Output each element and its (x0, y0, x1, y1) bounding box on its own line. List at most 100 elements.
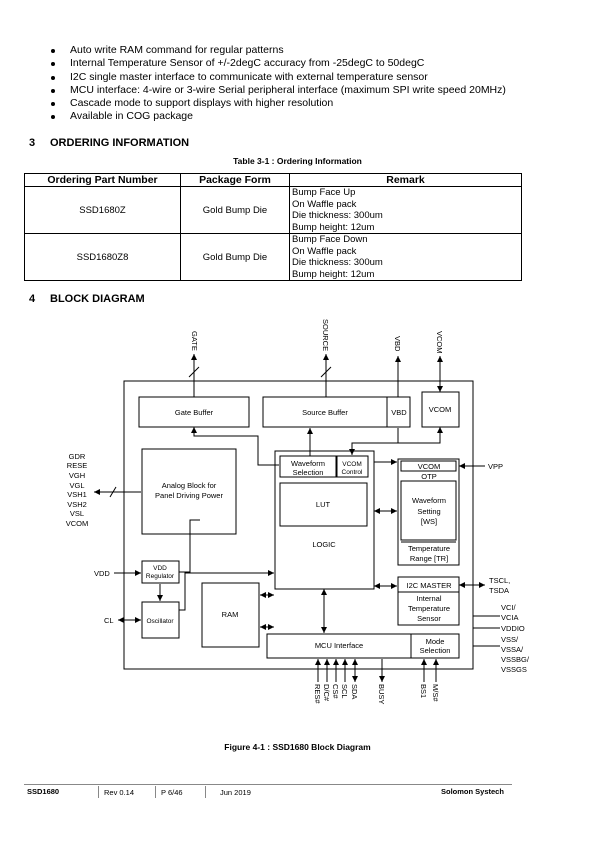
bottom-pin-label: D/C# (322, 684, 331, 702)
power-pin-label: VCI/ (501, 603, 517, 612)
footer-rev: Rev 0.14 (104, 788, 135, 797)
bottom-pin-label: SDA (350, 684, 359, 699)
vdd-pin-label: VDD (94, 569, 110, 578)
footer-date: Jun 2019 (220, 788, 251, 797)
oscillator-label: Oscillator (146, 618, 174, 625)
feature-item: Internal Temperature Sensor of +/-2degC … (48, 57, 506, 70)
power-pin-label: VSSA/ (501, 645, 524, 654)
waveform-selection-label: Selection (293, 468, 324, 477)
left-pin-label: VGH (69, 471, 85, 480)
remark-line: Die thickness: 300um (292, 257, 383, 268)
otp-label: OTP (421, 472, 436, 481)
bottom-pin-label: M/S# (431, 684, 440, 702)
otp-vcom-label: VCOM (418, 462, 441, 471)
feature-item: Auto write RAM command for regular patte… (48, 44, 506, 57)
lut-label: LUT (316, 500, 331, 509)
feature-item: Available in COG package (48, 110, 506, 123)
source-buffer-block (262, 396, 411, 428)
mcu-interface-block (266, 633, 460, 659)
remark-line: Bump height: 12um (292, 221, 375, 233)
remark-cell: Bump Face Down On Waffle pack Die thickn… (289, 233, 522, 281)
power-pin-label: VSSBG/ (501, 655, 530, 664)
feature-item: MCU interface: 4-wire or 3-wire Serial p… (48, 84, 506, 97)
mcu-interface-label: MCU Interface (315, 641, 363, 650)
footer-sep (205, 786, 206, 798)
gate-pin-label: GATE (190, 331, 199, 351)
bottom-pin-label: BUSY (377, 684, 386, 704)
waveform-setting-label: Waveform (412, 496, 446, 505)
section-title: ORDERING INFORMATION (50, 137, 190, 149)
left-pin-label: VCOM (66, 519, 89, 528)
i2c-master-label: I2C MASTER (406, 581, 452, 590)
analog-label: Panel Driving Power (155, 491, 223, 500)
temp-sensor-label: Internal (416, 594, 441, 603)
package-cell: Gold Bump Die (180, 186, 290, 234)
footer-sep (98, 786, 99, 798)
bottom-pin-label: RES# (313, 684, 322, 704)
tsda-pin-label: TSDA (489, 586, 509, 595)
source-buffer-label: Source Buffer (302, 408, 348, 417)
ram-label: RAM (222, 610, 239, 619)
section-number: 4 (29, 293, 36, 305)
table-row: SSD1680Z Gold Bump Die Bump Face Up On W… (24, 186, 522, 234)
chip-outline (123, 380, 474, 670)
remark-line: Bump height: 12um (292, 268, 375, 280)
gate-buffer-label: Gate Buffer (175, 408, 214, 417)
i2c-sensor-block (397, 576, 460, 626)
bottom-pin-label: CS# (331, 684, 340, 699)
vdd-regulator-label: Regulator (146, 573, 175, 580)
feature-item: Cascade mode to support displays with hi… (48, 97, 506, 110)
vcom-control-label: Control (342, 469, 364, 476)
cl-pin-label: CL (104, 616, 114, 625)
power-pin-label: VSS/ (501, 635, 519, 644)
ram-block (201, 582, 260, 648)
footer-divider (24, 784, 512, 785)
power-pin-label: VCIA (501, 613, 519, 622)
feature-list: Auto write RAM command for regular patte… (48, 44, 506, 124)
power-pin-label: VDDIO (501, 624, 525, 633)
column-header: Ordering Part Number (24, 173, 181, 187)
remark-line: On Waffle pack (292, 198, 357, 210)
vcom-pin-label: VCOM (435, 331, 444, 354)
vcom-control-label: VCOM (342, 461, 362, 468)
analog-block (141, 448, 237, 535)
footer-page: P 6/46 (161, 788, 183, 797)
left-pin-label: VSH1 (67, 490, 87, 499)
waveform-setting-block (400, 480, 457, 541)
vdd-regulator-label: VDD (153, 565, 167, 572)
remark-line: Bump Face Down (292, 234, 368, 245)
bottom-pin-label: BS1 (419, 684, 428, 698)
footer: SSD1680 Rev 0.14 P 6/46 Jun 2019 Solomon… (0, 786, 595, 800)
footer-company: Solomon Systech (441, 787, 504, 796)
feature-item: I2C single master interface to communica… (48, 71, 506, 84)
temperature-range-label: Range [TR] (410, 554, 448, 563)
source-pin-label: SOURCE (321, 319, 330, 351)
section-title: BLOCK DIAGRAM (50, 293, 145, 305)
vcom-label: VCOM (429, 405, 452, 414)
remark-cell: Bump Face Up On Waffle pack Die thicknes… (289, 186, 522, 234)
power-pin-label: VSSGS (501, 665, 527, 674)
table-caption: Table 3-1 : Ordering Information (233, 156, 362, 166)
waveform-selection-block (279, 455, 337, 478)
left-pin-label: RESE (67, 461, 87, 470)
temp-sensor-label: Temperature (408, 604, 450, 613)
waveform-setting-label: [WS] (421, 517, 437, 526)
left-pin-label: VSH2 (67, 500, 87, 509)
logic-label: LOGIC (312, 540, 336, 549)
analog-label: Analog Block for (162, 481, 217, 490)
left-pin-label: VSL (70, 509, 84, 518)
bottom-pin-label: SCL (340, 684, 349, 699)
vbd-pin-label: VBD (393, 336, 402, 352)
remark-line: Bump Face Up (292, 187, 356, 198)
vcom-control-block (336, 455, 369, 478)
waveform-setting-label: Setting (417, 507, 440, 516)
mode-selection-label: Selection (420, 646, 451, 655)
table-row: SSD1680Z8 Gold Bump Die Bump Face Down O… (24, 233, 522, 281)
otp-vcom-block (400, 460, 457, 472)
figure-caption: Figure 4-1 : SSD1680 Block Diagram (224, 742, 371, 752)
otp-block (397, 458, 460, 566)
package-cell: Gold Bump Die (180, 233, 290, 281)
ordering-table: Ordering Part Number Package Form Remark… (24, 173, 522, 281)
footer-doc: SSD1680 (27, 787, 60, 796)
